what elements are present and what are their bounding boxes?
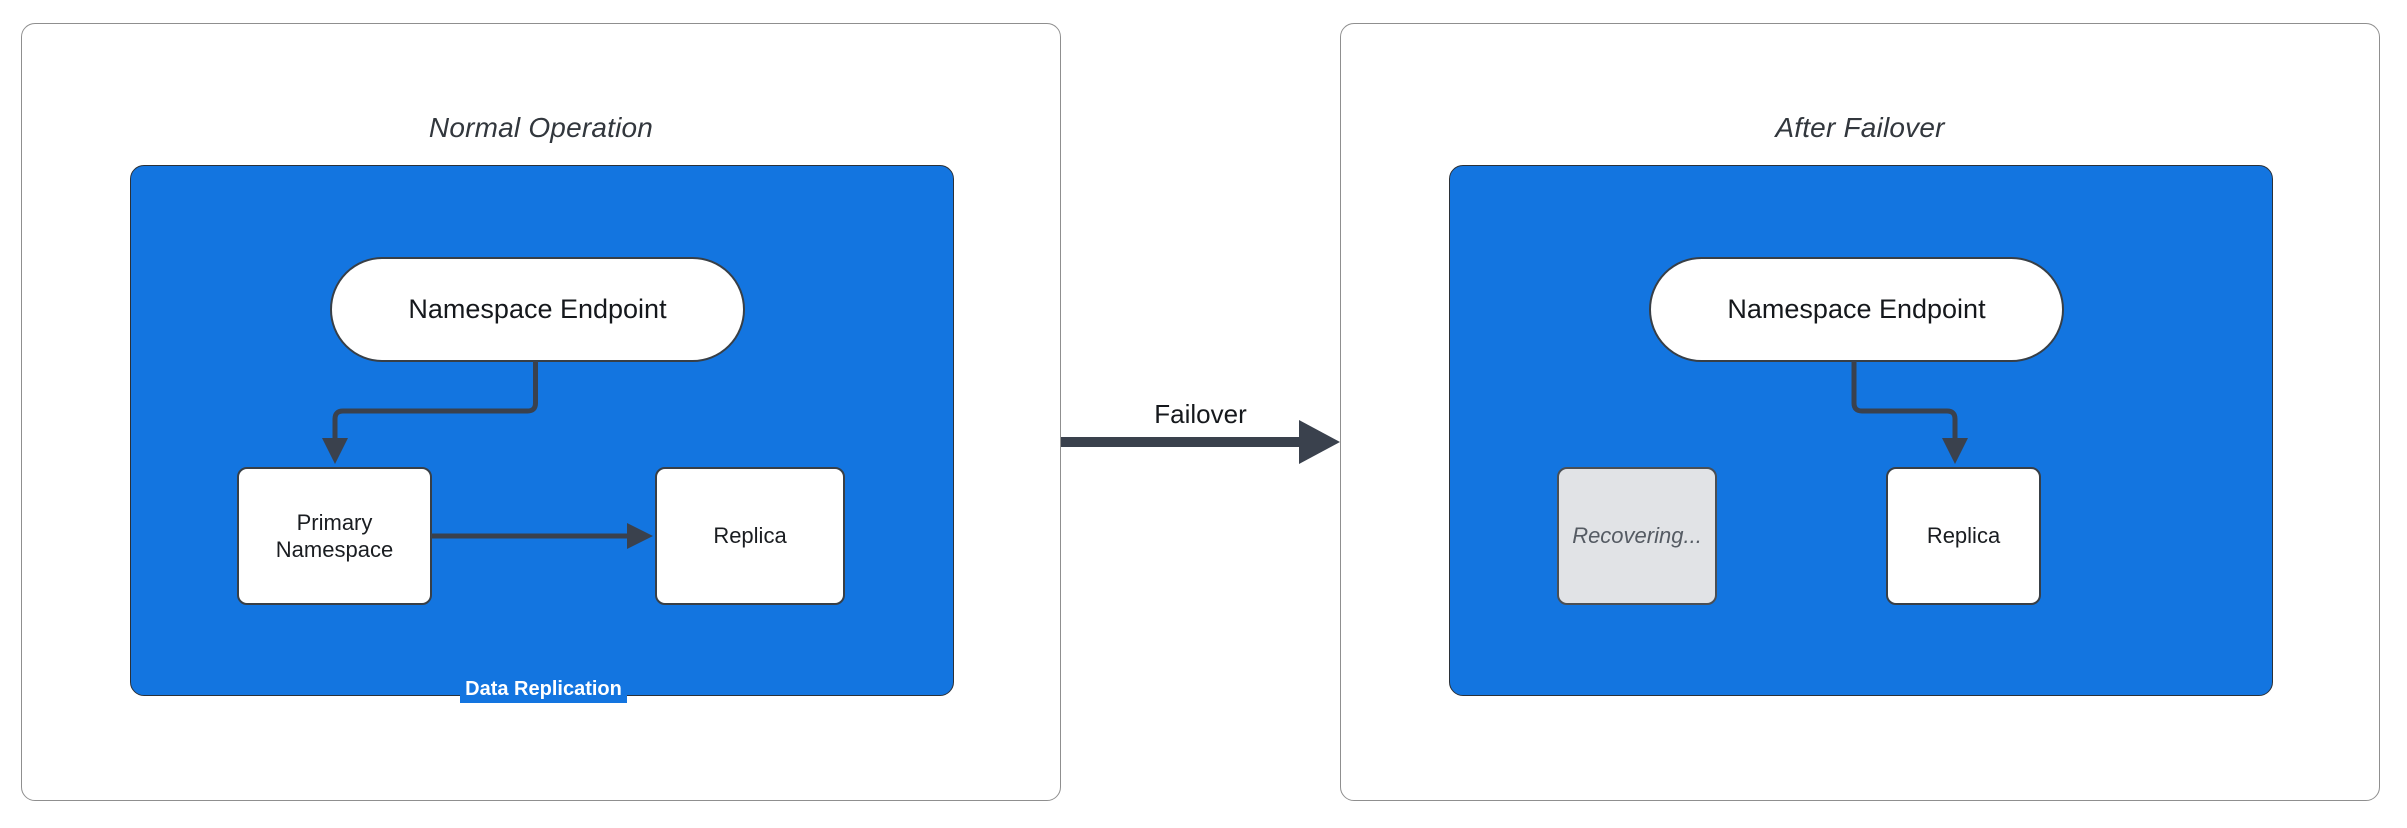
- node-recovering: Recovering...: [1557, 467, 1717, 605]
- panel-title-normal-operation: Normal Operation: [428, 112, 654, 143]
- namespace-container-normal: Namespace Endpoint Primary Namespace Rep…: [130, 165, 954, 703]
- edge-label-data-replication: Data Replication: [432, 676, 655, 703]
- panel-normal-operation: Normal Operation Namespace Endpoint Prim…: [21, 23, 1061, 801]
- panel-after-failover: After Failover Namespace Endpoint Recove…: [1340, 23, 2380, 801]
- namespace-container-failover: Namespace Endpoint Recovering... Replica: [1449, 165, 2273, 696]
- node-replica-failover: Replica: [1886, 467, 2041, 605]
- node-primary-namespace: Primary Namespace: [237, 467, 432, 605]
- failover-arrow-label: Failover: [1154, 399, 1247, 429]
- panel-title-after-failover: After Failover: [1775, 112, 1945, 143]
- node-namespace-endpoint: Namespace Endpoint: [330, 257, 745, 362]
- node-replica-normal: Replica: [655, 467, 845, 605]
- node-namespace-endpoint-failover: Namespace Endpoint: [1649, 257, 2064, 362]
